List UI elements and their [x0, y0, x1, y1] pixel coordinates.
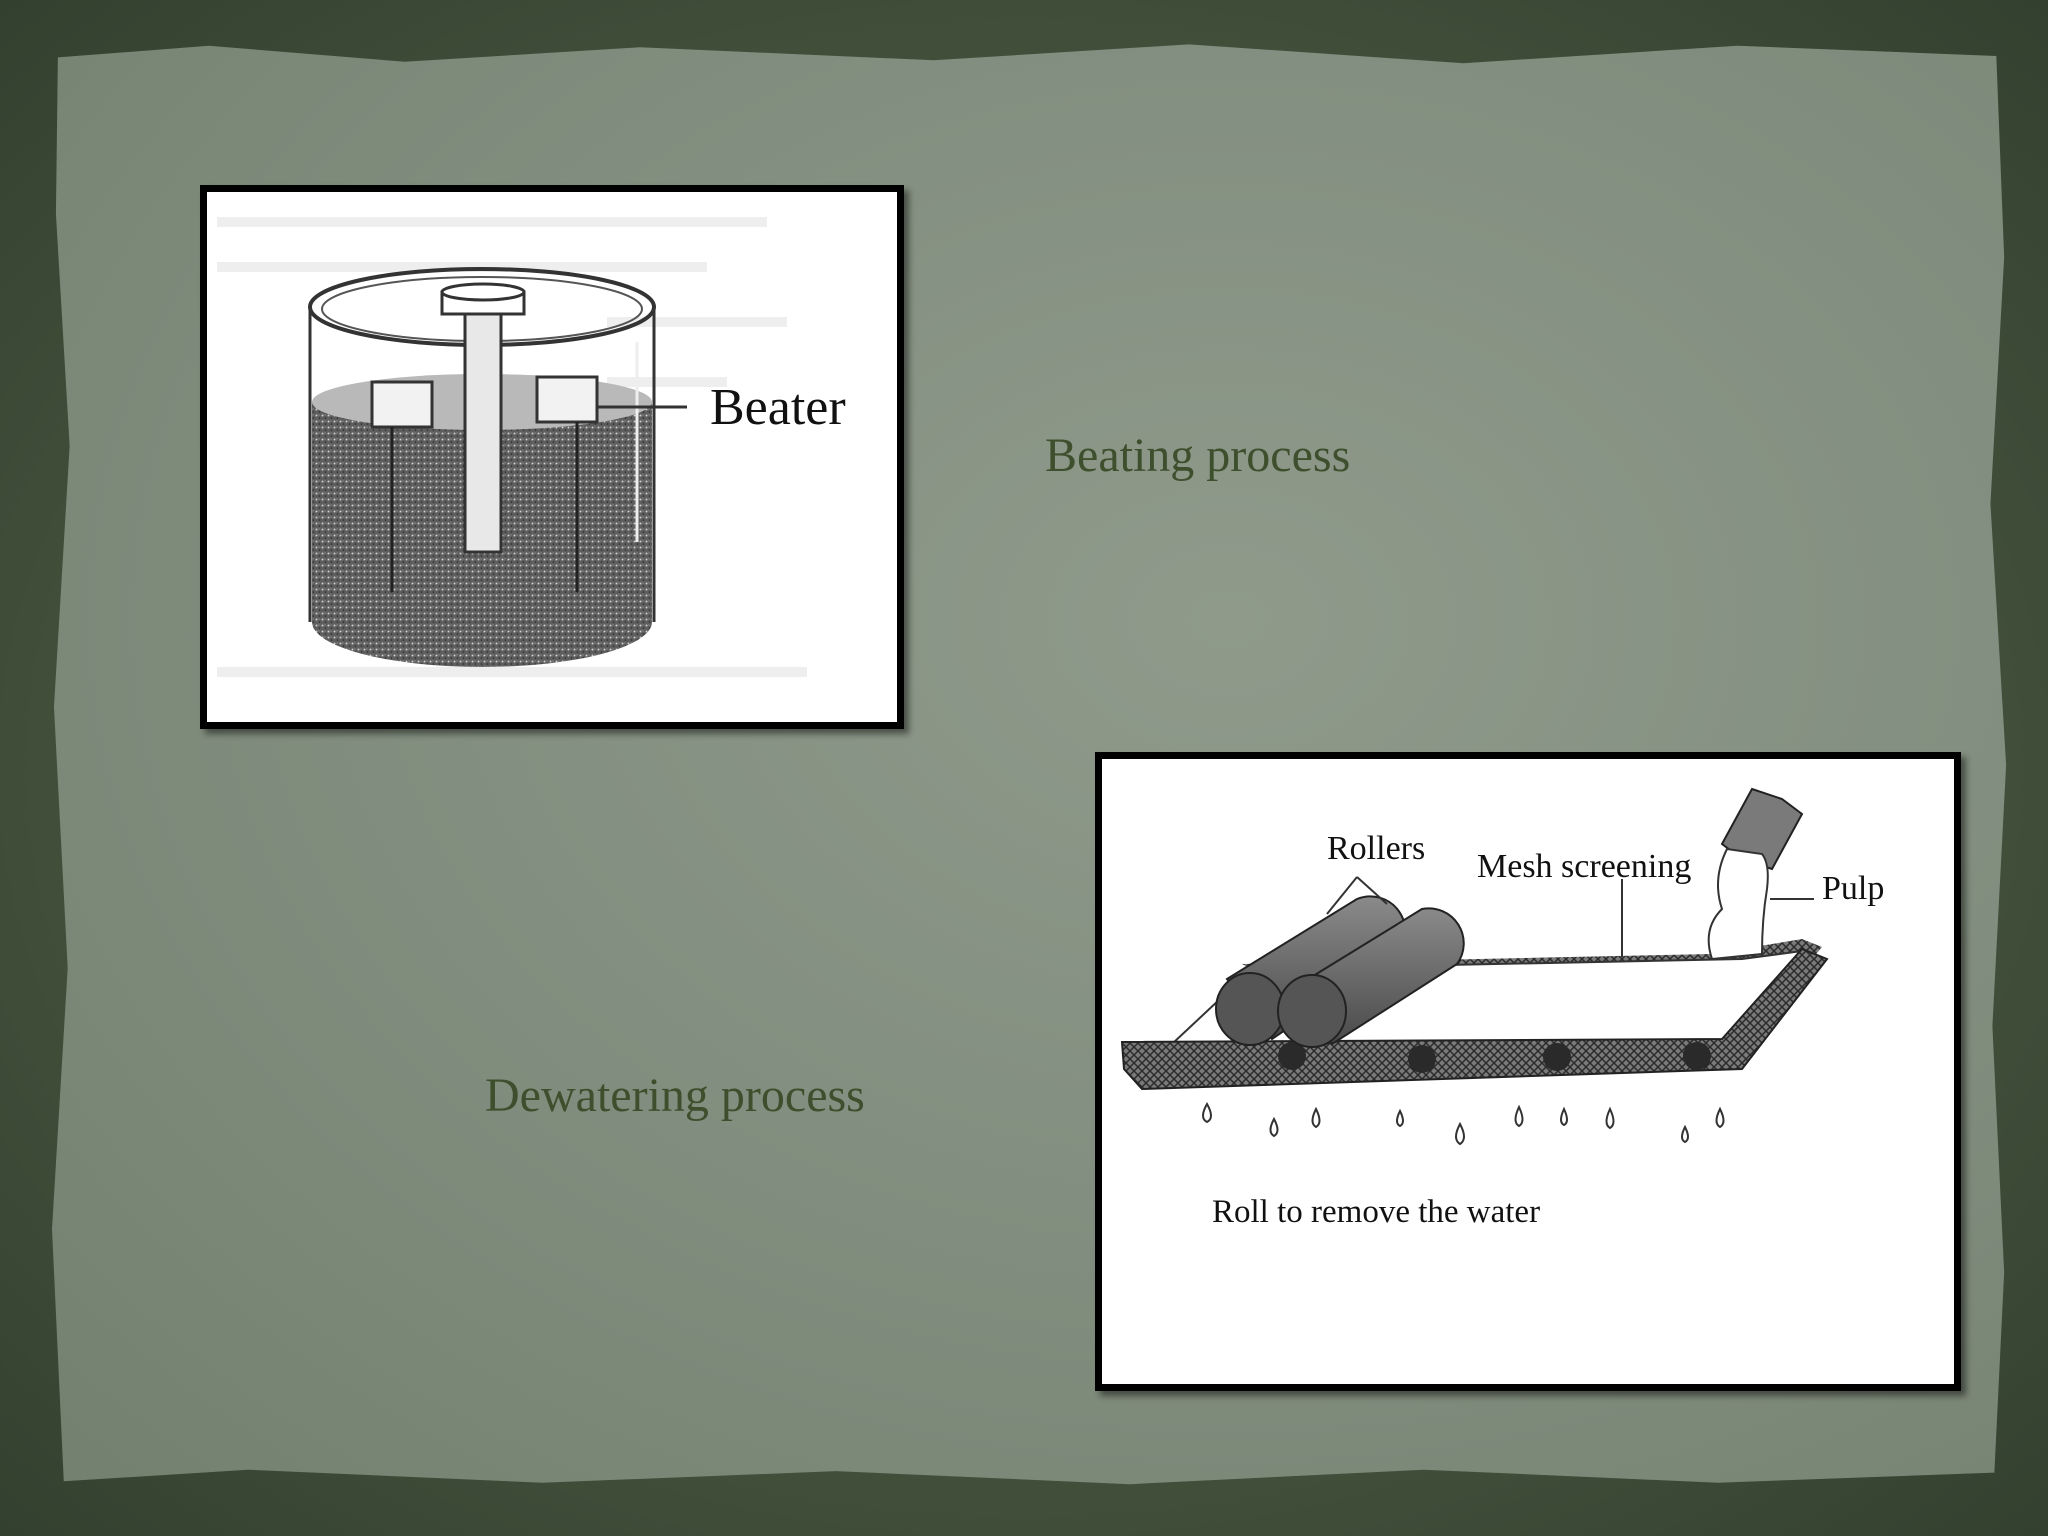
mesh-screening-label: Mesh screening — [1477, 848, 1691, 885]
beater-shaft — [463, 310, 503, 554]
roll-to-remove-water-label: Roll to remove the water — [1212, 1194, 1540, 1230]
beating-process-caption: Beating process — [1045, 429, 1351, 482]
beater-diagram: Beater — [217, 217, 846, 677]
beater-diagram-panel: Beater — [200, 185, 904, 729]
dewatering-process-caption: Dewatering process — [485, 1069, 865, 1122]
rollers-label: Rollers — [1327, 830, 1425, 867]
beater-hub-top — [440, 282, 526, 302]
pulp-bottom — [312, 577, 652, 667]
pulp-feed — [1707, 787, 1804, 961]
beater-blade-left — [370, 380, 434, 429]
dewatering-diagram-panel: Rollers Mesh screening Pulp Roll to remo… — [1095, 752, 1961, 1391]
dewatering-diagram: Rollers Mesh screening Pulp Roll to remo… — [1120, 787, 1884, 1230]
roller-back-end — [1215, 972, 1285, 1046]
pulp-tube — [1720, 787, 1804, 871]
belt-nodes — [1278, 1042, 1711, 1073]
pulp-stream — [1707, 847, 1769, 961]
rollers — [1215, 895, 1465, 1048]
rollers-label-leader — [1326, 876, 1388, 915]
beater-blade-right — [535, 375, 599, 424]
beater-label: Beater — [710, 379, 846, 436]
roller-front-end — [1277, 974, 1347, 1048]
faded-background-lines — [217, 217, 807, 677]
water-drops — [1202, 1101, 1725, 1146]
pulp-label: Pulp — [1822, 870, 1884, 907]
